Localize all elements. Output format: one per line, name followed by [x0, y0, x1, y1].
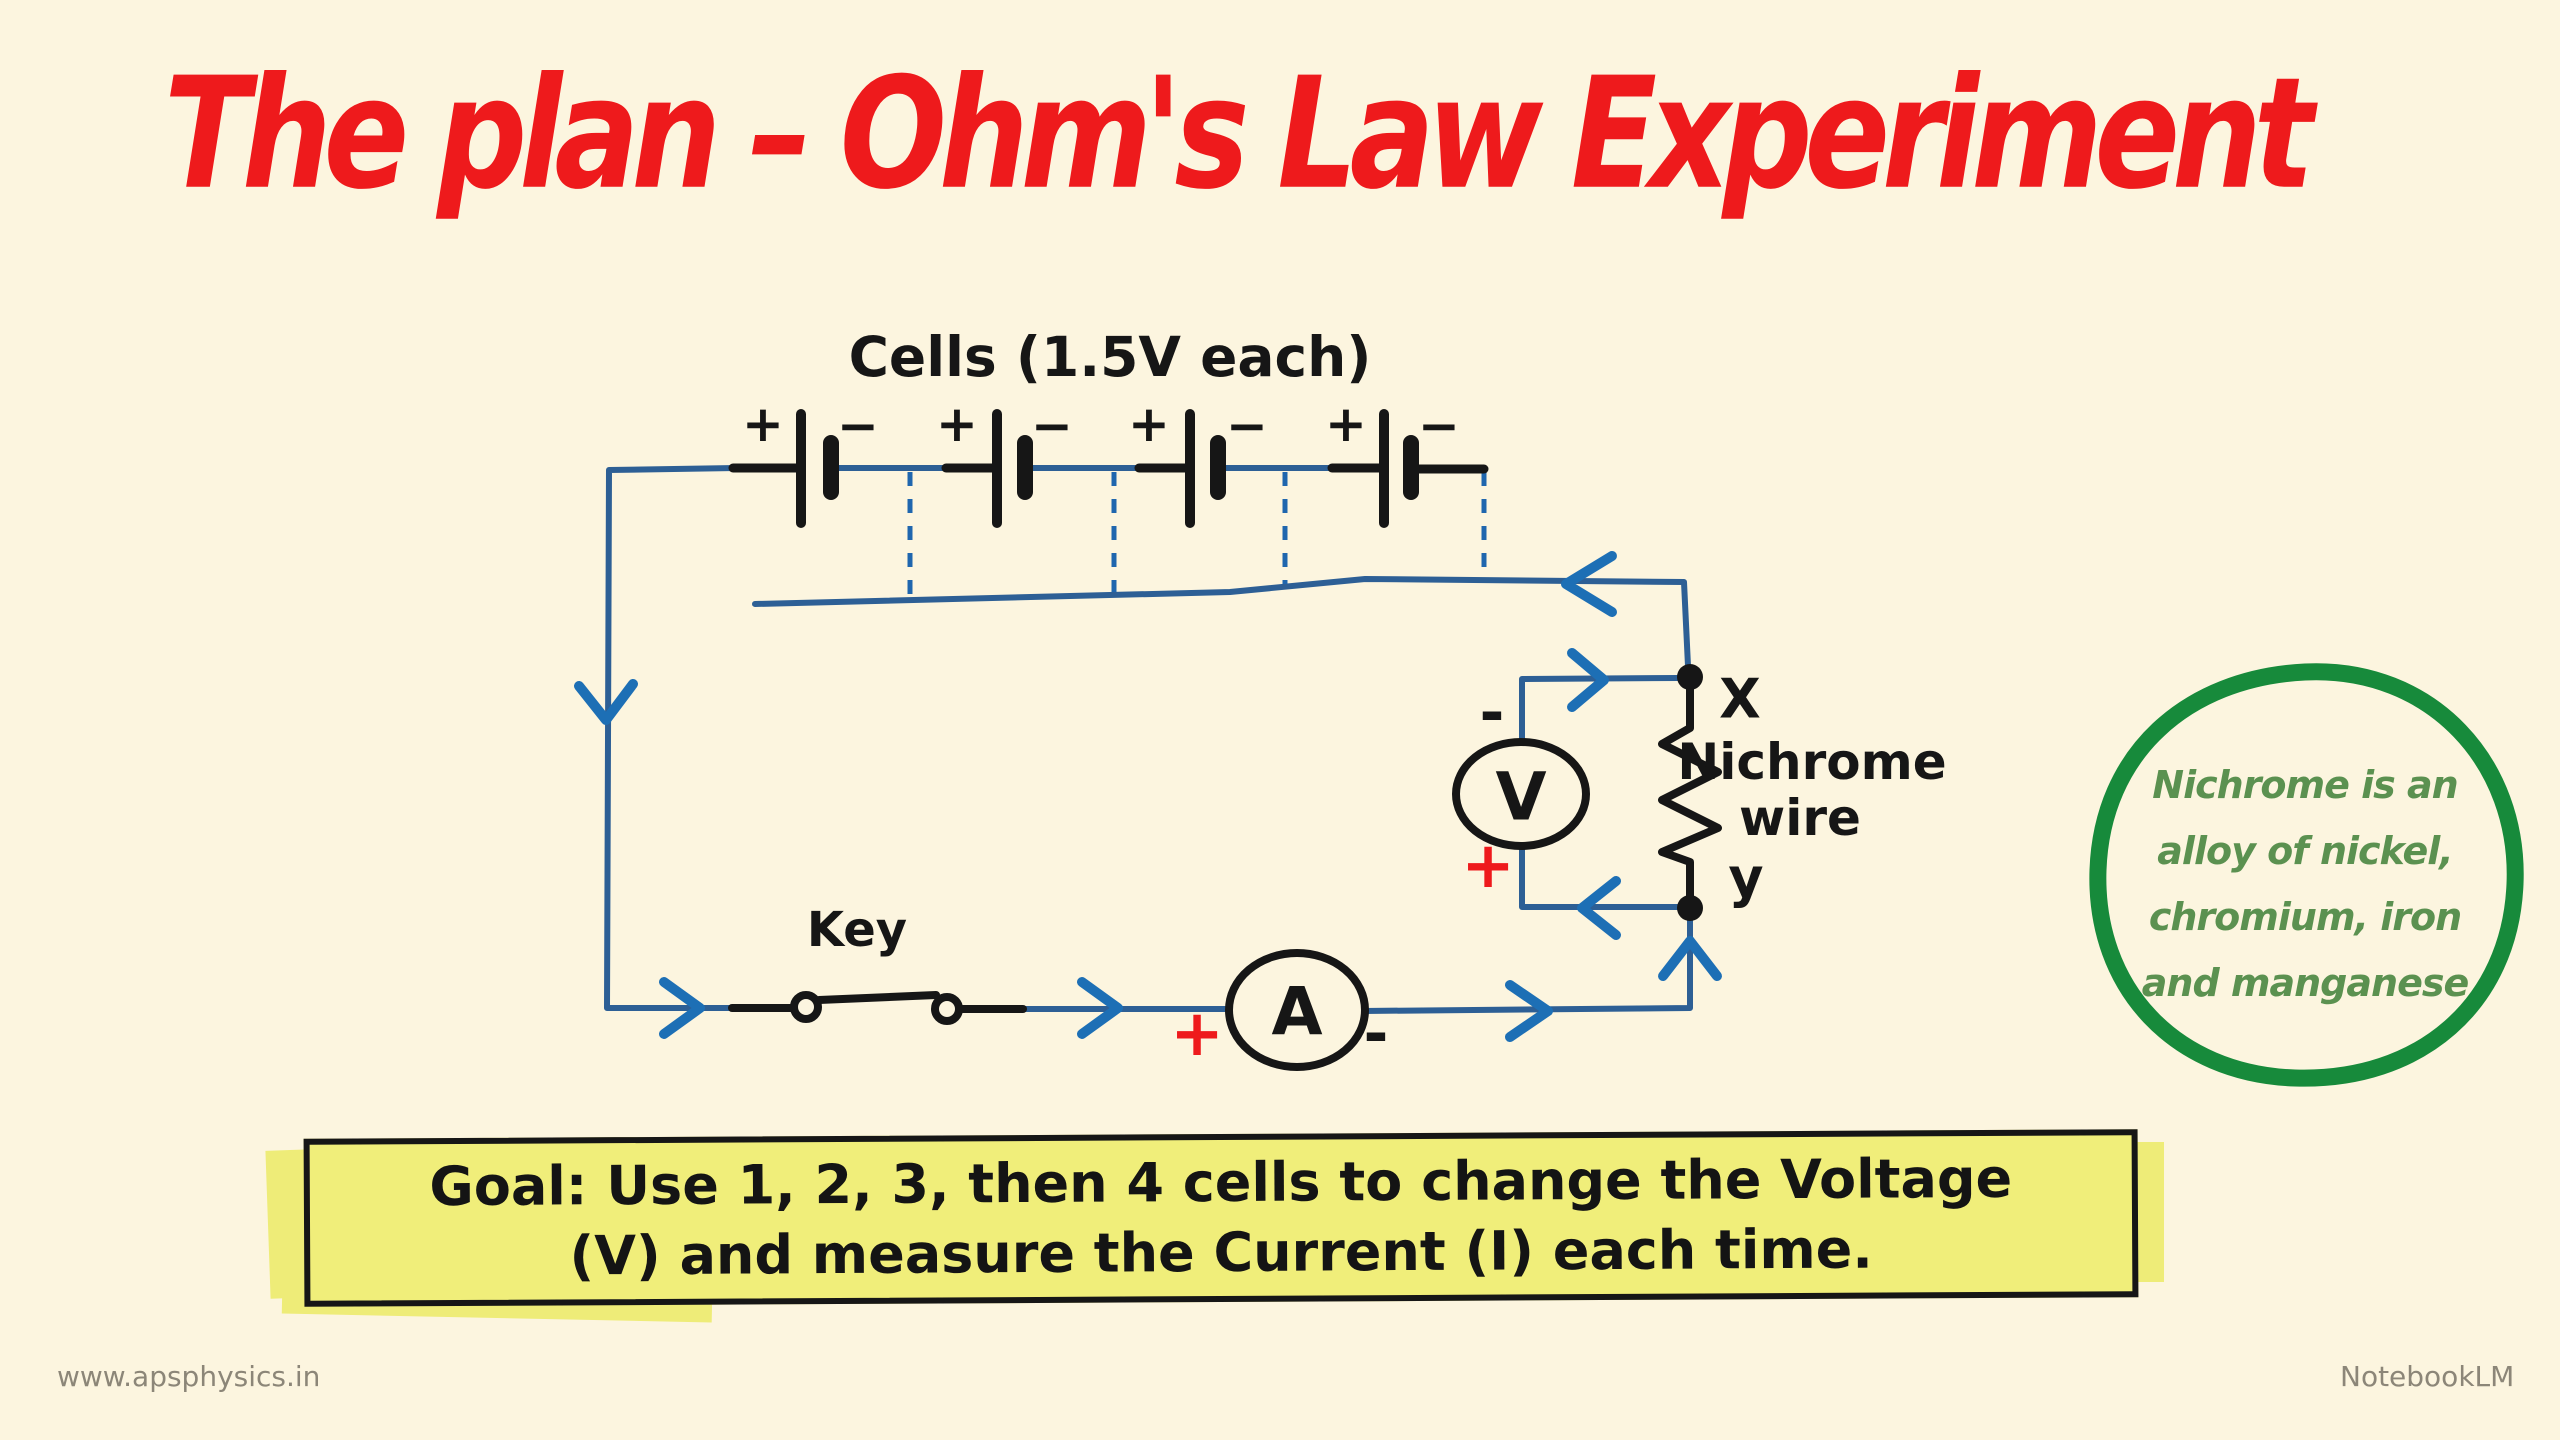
goal-line2: (V) and measure the Current (I) each tim…: [569, 1217, 1873, 1288]
cell-tap-dashed-lines: [907, 472, 1487, 600]
arrow-left-return-wire: [1561, 551, 1617, 617]
node-x-dot: [1677, 664, 1703, 690]
circuit-wires: [604, 465, 1693, 1014]
goal-box: Goal: Use 1, 2, 3, then 4 cells to chang…: [303, 1129, 2139, 1307]
current-arrows: [574, 551, 1722, 1042]
arrow-right-bottom-wire-1: [659, 977, 705, 1039]
page-title: The plan – Ohm's Law Experiment: [164, 44, 2314, 224]
nichrome-label-line1: Nichrome: [1677, 733, 1947, 791]
cell-1-minus-sign: −: [837, 397, 879, 455]
cell-3-minus-sign: −: [1226, 397, 1268, 455]
annotation-line: alloy of nickel,: [2157, 829, 2453, 873]
annotation-circle: [2089, 663, 2524, 1087]
ammeter-letter: A: [1271, 973, 1323, 1051]
arrow-right-voltmeter-top: [1567, 648, 1609, 712]
voltmeter-plus-sign: +: [1461, 829, 1515, 903]
cell-2-plus-sign: +: [936, 395, 978, 453]
cell-3-plus-sign: +: [1128, 395, 1170, 453]
annotation-line: chromium, iron: [2148, 895, 2462, 939]
key-label: Key: [806, 902, 908, 958]
voltmeter-circle: [1452, 738, 1590, 850]
cell-2-minus-sign: −: [1031, 397, 1073, 455]
ammeter-minus-sign: -: [1363, 999, 1389, 1069]
annotation-line: and manganese: [2141, 961, 2469, 1005]
arrow-right-bottom-wire-2: [1077, 977, 1123, 1039]
annotation-line: Nichrome is an: [2152, 763, 2458, 807]
cells-label: Cells (1.5V each): [848, 325, 1372, 389]
goal-line1: Goal: Use 1, 2, 3, then 4 cells to chang…: [429, 1146, 2013, 1219]
cell-4-minus-sign: −: [1418, 397, 1460, 455]
voltmeter-minus-sign: -: [1479, 678, 1505, 748]
cell-4-plus-sign: +: [1325, 395, 1367, 453]
node-y-dot: [1677, 895, 1703, 921]
resistor-nichrome-wire: [1658, 680, 1722, 906]
ammeter-plus-sign: +: [1170, 997, 1224, 1071]
key-switch: [728, 991, 1027, 1025]
voltmeter-letter: V: [1495, 758, 1547, 836]
cell-1-plus-sign: +: [742, 395, 784, 453]
nichrome-annotation: Nichrome is an alloy of nickel, chromium…: [2105, 752, 2505, 1016]
arrow-down-left-wire: [574, 679, 638, 725]
arrow-right-bottom-wire-3: [1505, 980, 1553, 1042]
footer-website: www.apsphysics.in: [57, 1360, 321, 1393]
footer-notebooklm: NotebookLM: [2340, 1360, 2515, 1393]
battery-pack: [728, 409, 1489, 528]
terminal-y-label: y: [1728, 846, 1764, 910]
ammeter-circle: [1225, 949, 1369, 1071]
arrow-left-voltmeter-bottom: [1577, 876, 1621, 940]
arrow-up-right-wire: [1658, 936, 1722, 981]
terminal-x-label: X: [1719, 667, 1761, 731]
nichrome-label-line2: wire: [1739, 789, 1861, 847]
